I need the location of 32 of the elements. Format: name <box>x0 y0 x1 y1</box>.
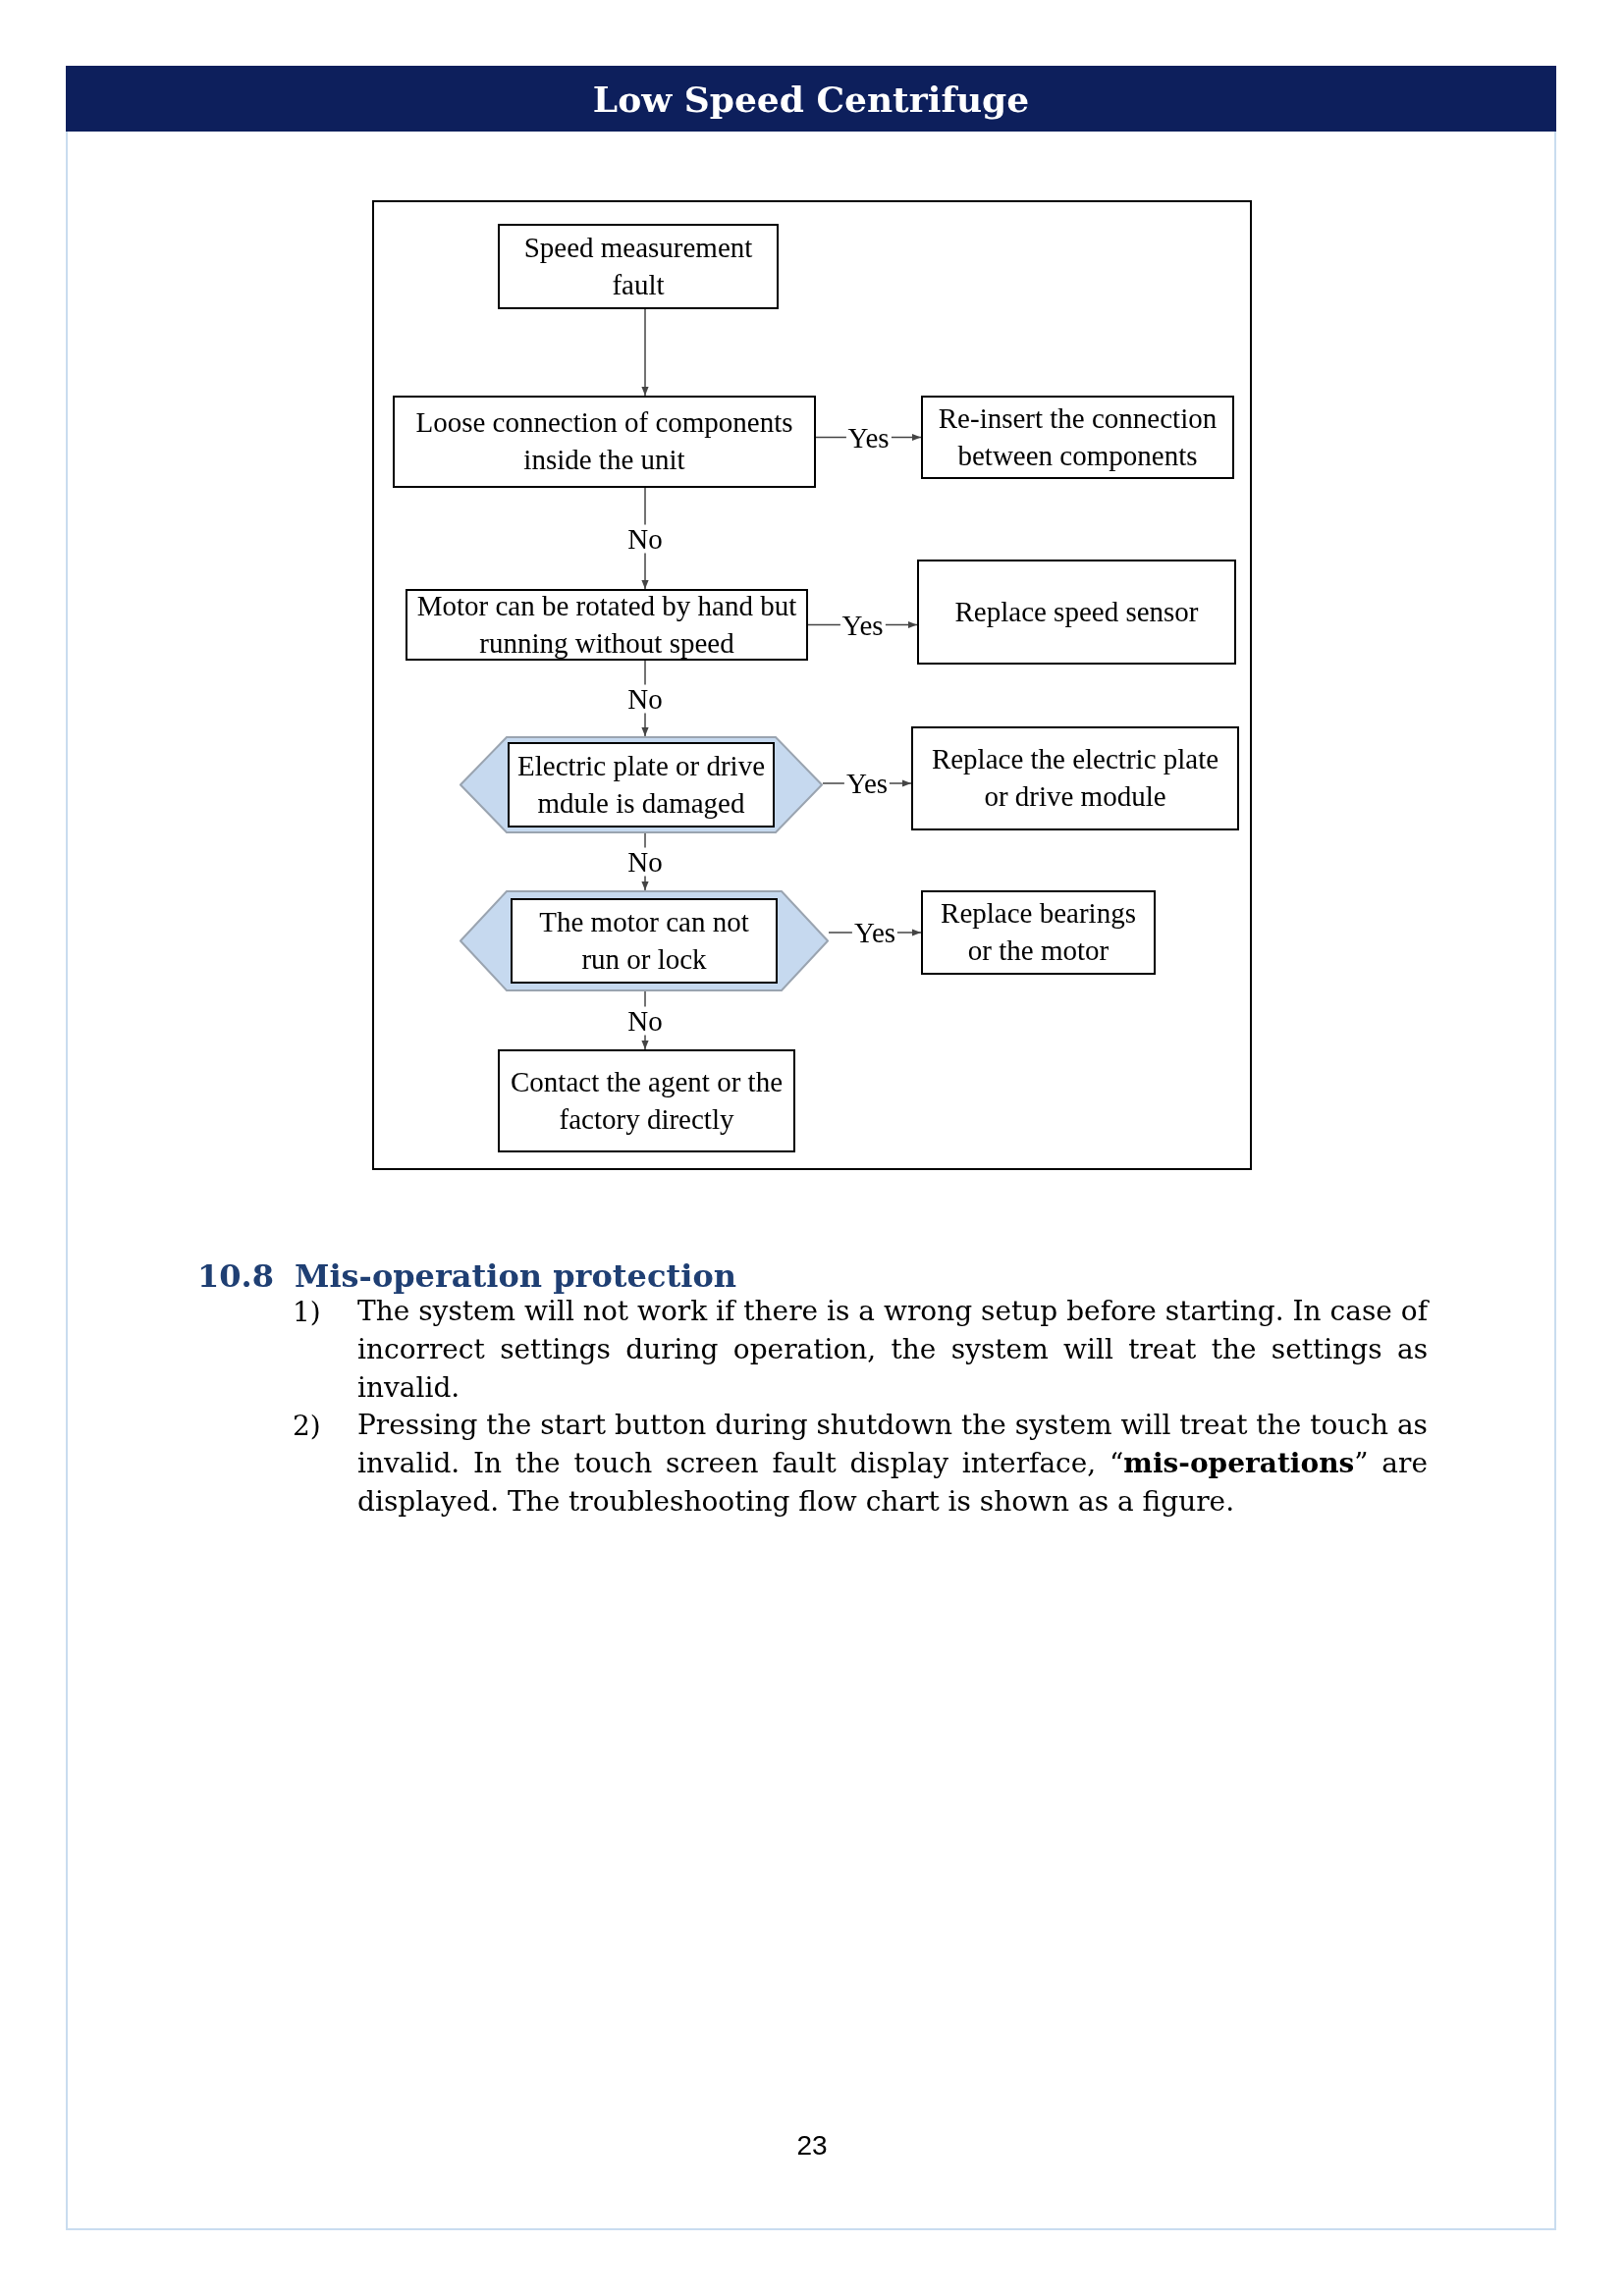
process-box <box>498 1049 795 1152</box>
decision-hexagon <box>460 736 823 833</box>
page-number: 23 <box>796 2129 828 2163</box>
process-box <box>911 726 1239 830</box>
edge-label: No <box>625 524 665 553</box>
arrow <box>641 308 649 397</box>
process-box <box>917 560 1236 665</box>
process-box <box>921 396 1234 479</box>
node-text: Re-insert the connection between components <box>937 400 1218 473</box>
process-box <box>921 890 1156 975</box>
list-number: 2) <box>293 1409 321 1444</box>
node-text: Replace speed sensor <box>953 594 1200 629</box>
section-heading: Mis-operation protection <box>295 1256 736 1297</box>
decision-hexagon <box>460 890 829 991</box>
node-text: Loose connection of components inside the unit <box>414 405 794 477</box>
list-paragraph: Pressing the start button during shutdown the system will treat the touch as invalid. In the touch screen fault display interface, “mis-operations” are displayed. The troubleshooting flow chart is shown as a figure. <box>357 1408 1428 1520</box>
node-text: Speed measurement fault <box>522 230 754 302</box>
process-box <box>393 396 816 488</box>
node-text: Replace bearings or the motor <box>940 896 1137 968</box>
list-paragraph: The system will not work if there is a wrong setup before starting. In case of incorrect settings during operation, the system will treat the settings as invalid. <box>357 1294 1428 1406</box>
list-number: 1) <box>293 1295 321 1330</box>
node-text: The motor can not run or lock <box>511 897 778 985</box>
edge-label: No <box>625 847 665 877</box>
edge-label: No <box>625 1006 665 1035</box>
node-text: Contact the agent or the factory directly <box>510 1064 784 1137</box>
section-number: 10.8 <box>197 1256 274 1297</box>
node-text: Electric plate or drive mdule is damaged <box>508 741 775 828</box>
page-title: Low Speed Centrifuge <box>592 77 1030 122</box>
node-text: Replace the electric plate or drive module <box>930 742 1220 814</box>
edge-label: No <box>625 684 665 713</box>
process-box <box>498 224 779 309</box>
node-text: Motor can be rotated by hand but running without speed <box>415 588 798 661</box>
